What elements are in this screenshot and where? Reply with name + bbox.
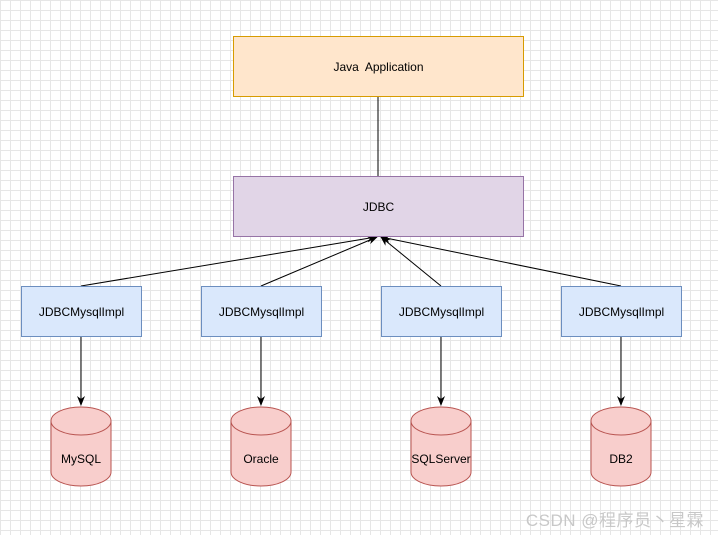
java-application-label: Java Application: [333, 59, 424, 74]
edge-impl1-jdbc: [80, 234, 377, 287]
impl-node-oracle[interactable]: JDBCMysqlImpl: [201, 286, 322, 337]
db-cylinder-mysql: [50, 406, 112, 487]
db-label-mysql: MySQL: [60, 452, 101, 466]
impl-label: JDBCMysqlImpl: [218, 304, 305, 319]
db-cylinder-db2: [590, 406, 652, 487]
db-cylinder-sqlserver: [410, 406, 472, 487]
db-label-oracle: Oracle: [243, 452, 279, 466]
impl-node-sqlserver[interactable]: JDBCMysqlImpl: [381, 286, 502, 337]
impl-node-db2[interactable]: JDBCMysqlImpl: [561, 286, 682, 337]
impl-node-mysql[interactable]: JDBCMysqlImpl: [21, 286, 142, 337]
edge-impl2-jdbc: [260, 236, 378, 287]
impl-label: JDBCMysqlImpl: [38, 304, 125, 319]
db-label-sqlserver: SQLServer: [411, 452, 471, 466]
java-application-node[interactable]: Java Application: [233, 36, 524, 97]
jdbc-label: JDBC: [362, 199, 395, 214]
jdbc-node[interactable]: JDBC: [233, 176, 524, 237]
impl-label: JDBCMysqlImpl: [578, 304, 665, 319]
db-cylinder-oracle: [230, 406, 292, 487]
edge-impl4-jdbc: [380, 234, 622, 287]
watermark: CSDN @程序员丶星霖: [525, 511, 704, 530]
db-label-db2: DB2: [609, 452, 633, 466]
edge-impl3-jdbc: [380, 236, 442, 287]
impl-label: JDBCMysqlImpl: [398, 304, 485, 319]
